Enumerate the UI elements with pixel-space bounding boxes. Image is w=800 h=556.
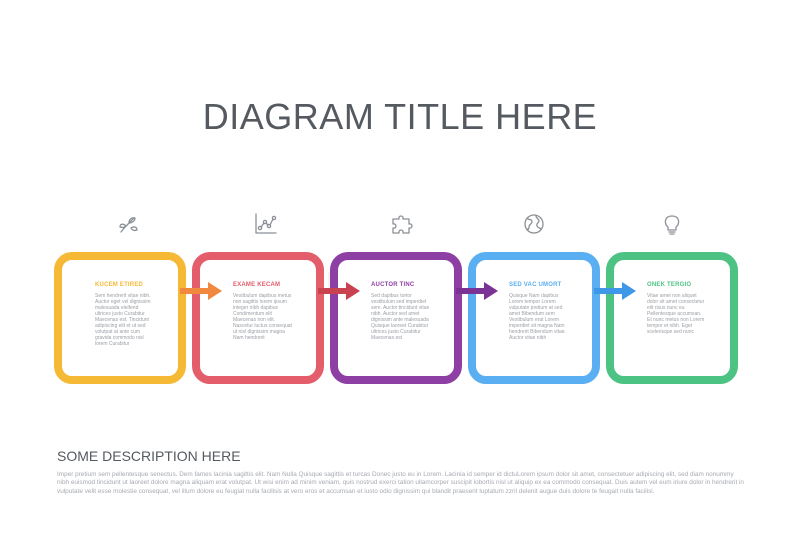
description-text: Imper pretium sem pellentesque senectus.… (57, 471, 744, 495)
step-heading: KUCEM ETIRED (95, 282, 144, 288)
arrow-right-icon (594, 279, 638, 303)
step-box-1 (54, 252, 186, 384)
step-box-4 (468, 252, 600, 384)
step-body: Vestibulum dapibus metus non sagittis lo… (233, 293, 292, 341)
step-body: Sem hendrerit vitae nibh. Auctor eget ve… (95, 293, 151, 347)
step-body: Quisque Nam dapibus Lorem tempor Lorem v… (509, 293, 566, 341)
globe-icon (520, 210, 548, 238)
line-chart-icon (251, 210, 279, 238)
step-heading: SED VAC UMORT (509, 282, 562, 288)
seedling-icon (114, 210, 142, 238)
step-body: Vitae amet non aliquet dolor sit amet co… (647, 293, 705, 335)
step-box-2 (192, 252, 324, 384)
arrow-right-icon (456, 279, 500, 303)
diagram-title: DIAGRAM TITLE HERE (202, 96, 598, 137)
step-heading: ONEK TERGIO (647, 282, 692, 288)
arrow-right-icon (318, 279, 362, 303)
arrow-right-icon (180, 279, 224, 303)
step-box-3 (330, 252, 462, 384)
step-heading: AUCTOR TINC (371, 282, 415, 288)
description-title: SOME DESCRIPTION HERE (57, 448, 241, 464)
step-box-5 (606, 252, 738, 384)
step-body: Sed dapibus tortor vestibulum sed imperd… (371, 293, 430, 341)
puzzle-icon (388, 210, 416, 238)
step-heading: EXAME KECAM (233, 282, 281, 288)
lightbulb-icon (658, 210, 686, 238)
